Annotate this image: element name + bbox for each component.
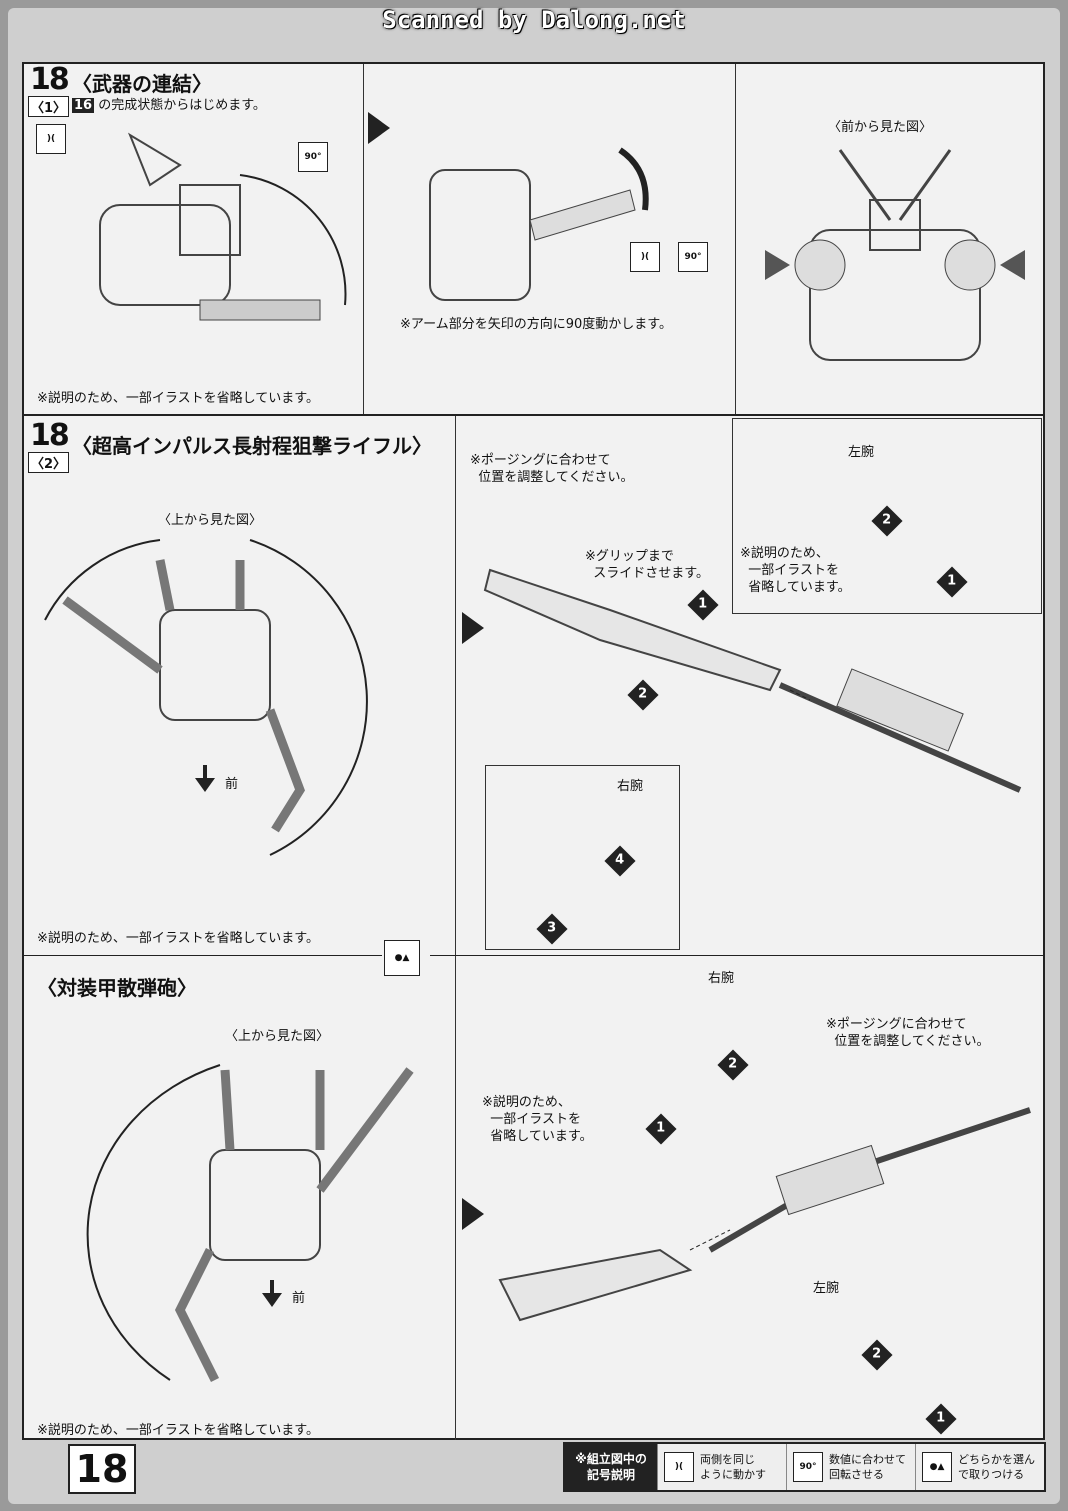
rotate-90-icon: 90°: [298, 142, 328, 172]
left-arm-label: 左腕: [813, 1281, 840, 1296]
step-ref-badge: 16: [72, 98, 95, 113]
sniper-rifle-illustration: [483, 568, 1022, 793]
omit-note: ※説明のため、一部イラストを省略しています。: [37, 931, 319, 946]
next-step-arrow: [368, 112, 390, 144]
section-title: 〈武器の連結〉: [72, 72, 212, 96]
arm-rotation-illustration: [429, 147, 649, 301]
legend-item: ●▲どちらかを選ん で取りつける: [915, 1444, 1044, 1490]
watermark: Scanned by Dalong.net: [382, 6, 686, 34]
section-title: 〈対装甲散弾砲〉: [37, 976, 197, 1000]
omit-note: ※説明のため、一部イラストを省略しています。: [37, 391, 319, 406]
right-arm-label: 右腕: [708, 971, 735, 986]
posing-note: ※ポージングに合わせて 位置を調整してください。: [826, 1017, 990, 1049]
legend-text: 数値に合わせて 回転させる: [829, 1453, 906, 1481]
instruction-panel: [22, 62, 1045, 1440]
arm-note: ※アーム部分を矢印の方向に90度動かします。: [400, 317, 672, 332]
rotate-90-icon: 90°: [793, 1452, 823, 1482]
page-number: 18: [68, 1444, 136, 1494]
legend-heading: ※組立図中の 記号説明: [565, 1444, 657, 1490]
mirror-move-icon: )(: [630, 242, 660, 272]
posing-note: ※ポージングに合わせて 位置を調整してください。: [470, 453, 634, 485]
choose-one-icon: ●▲: [384, 940, 420, 976]
omit-note-side: ※説明のため、 一部イラストを 省略しています。: [482, 1095, 593, 1144]
divider: [735, 64, 736, 414]
backpack-top-illustration: [44, 539, 368, 856]
divider: [22, 414, 1045, 416]
choose-one-icon: ●▲: [922, 1452, 952, 1482]
legend-text: 両側を同じ ように動かす: [700, 1453, 766, 1481]
next-step-arrow: [462, 1198, 484, 1230]
grip-note: ※グリップまで スライドさせます。: [585, 549, 709, 581]
next-step-arrow: [462, 612, 484, 644]
mirror-move-icon: )(: [36, 124, 66, 154]
divider: [22, 955, 382, 956]
legend-item: 90°数値に合わせて 回転させる: [786, 1444, 915, 1490]
top-view-label: 〈上から見た図〉: [225, 1029, 330, 1044]
step-number: 18: [30, 62, 70, 97]
section-title: 〈超高インパルス長射程狙撃ライフル〉: [72, 434, 432, 458]
mirror-move-icon: )(: [664, 1452, 694, 1482]
robot-back-illustration: [99, 132, 347, 321]
divider: [430, 955, 1045, 956]
top-view-label: 〈上から見た図〉: [158, 513, 263, 528]
left-arm-label: 左腕: [848, 445, 875, 460]
step-number: 18: [30, 418, 70, 453]
front-view-label: 〈前から見た図〉: [828, 120, 933, 135]
omit-note: ※説明のため、一部イラストを省略しています。: [37, 1423, 319, 1438]
right-arm-label: 右腕: [617, 779, 644, 794]
omit-note-box: ※説明のため、 一部イラストを 省略しています。: [740, 546, 851, 595]
divider: [455, 416, 456, 1440]
intro-text: の完成状態からはじめます。: [98, 98, 266, 113]
step-sub: 〈2〉: [28, 452, 70, 473]
shotgun-illustration: [498, 1107, 1031, 1322]
divider: [363, 64, 364, 414]
detail-box: [485, 765, 680, 950]
legend-item: )(両側を同じ ように動かす: [657, 1444, 786, 1490]
step-sub: 〈1〉: [28, 96, 70, 117]
rotate-90-icon: 90°: [678, 242, 708, 272]
backpack-top-illustration: [86, 1064, 414, 1383]
front-label: 前: [292, 1291, 306, 1306]
front-label: 前: [225, 777, 239, 792]
robot-front-illustration: [765, 149, 1025, 361]
legend-text: どちらかを選ん で取りつける: [958, 1453, 1035, 1481]
symbol-legend: ※組立図中の 記号説明 )(両側を同じ ように動かす 90°数値に合わせて 回転…: [563, 1442, 1046, 1492]
